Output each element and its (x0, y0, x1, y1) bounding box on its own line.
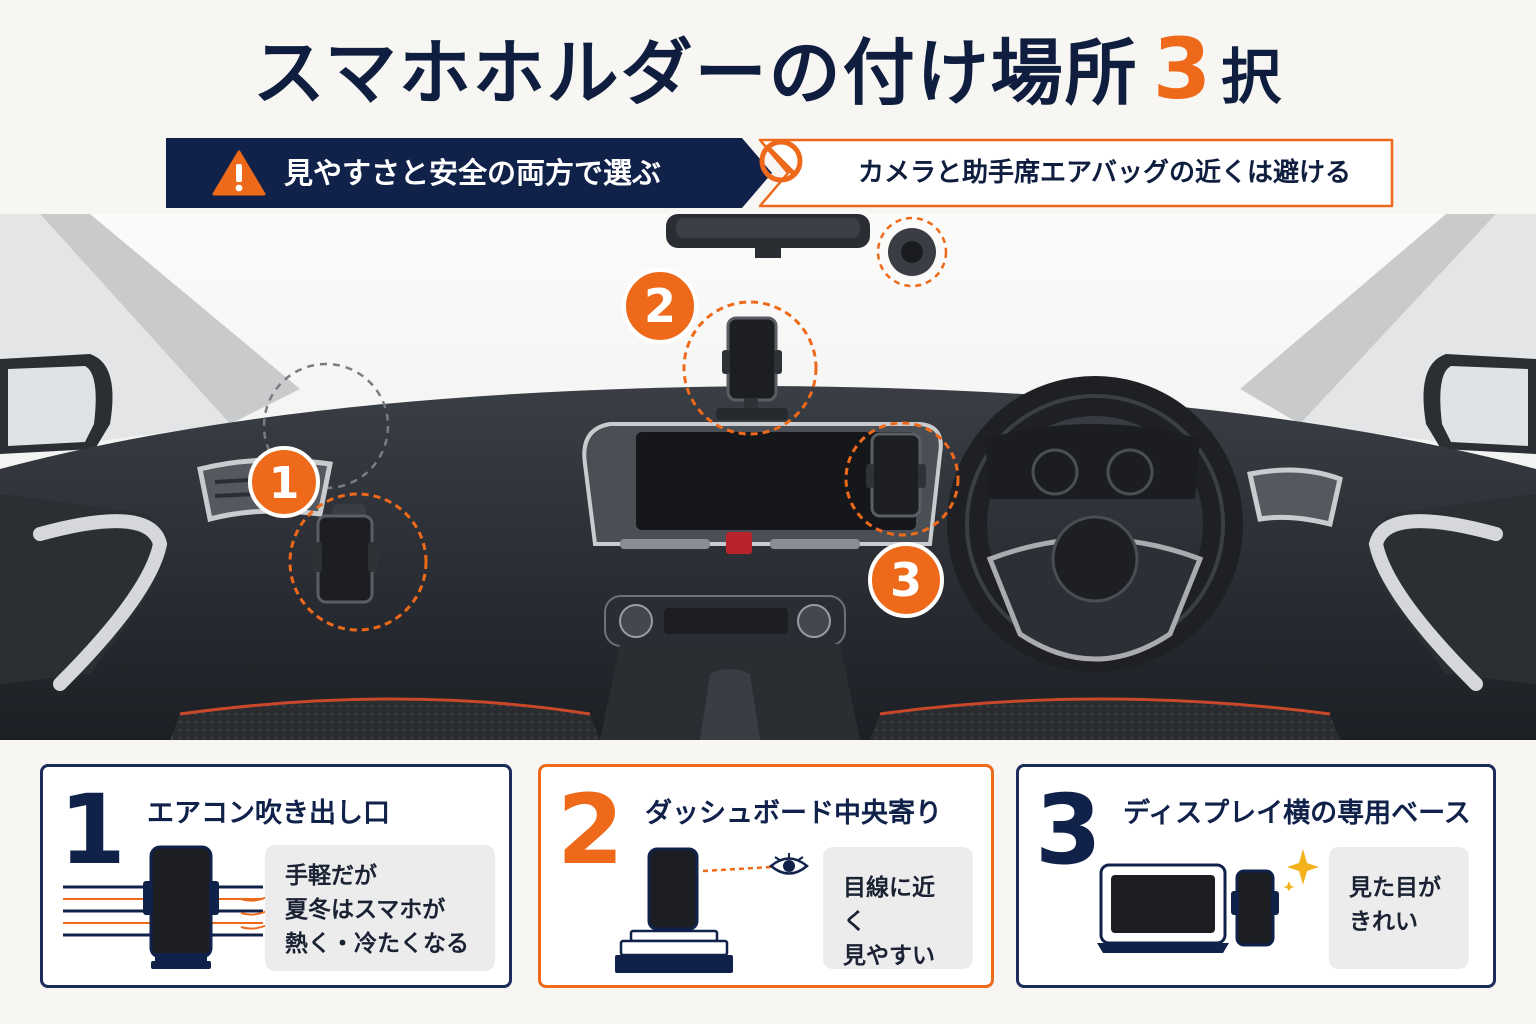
gear-shifter (700, 669, 760, 740)
driver-seat (870, 699, 1340, 740)
card-note: 手軽だが 夏冬はスマホが 熱く・冷たくなる (265, 845, 495, 971)
card-air-vent: 1 エアコン吹き出し口 手軽だが 夏冬はスマホが 熱く・冷たくなる (40, 764, 512, 988)
card-number: 2 (557, 774, 624, 886)
holder-dashboard-mount (682, 300, 818, 436)
holder-display-side-mount (844, 421, 960, 537)
eye-icon (769, 853, 809, 875)
marker-1-label: 1 (269, 458, 300, 509)
banner-right-text: カメラと助手席エアバッグの近くは避ける (858, 158, 1351, 188)
note-line: 見やすい (843, 943, 935, 969)
card-number: 1 (59, 774, 126, 886)
warning-icon (212, 150, 266, 196)
title-number: 3 (1152, 20, 1214, 118)
note-line: 見た目が (1349, 875, 1441, 901)
dashboard-holder-illustration (615, 847, 772, 973)
vent-holder-illustration (63, 845, 268, 969)
temp-dial-left[interactable] (619, 604, 653, 638)
card-dashboard-center: 2 ダッシュボード中央寄り 目線に近く 見やすい (538, 764, 994, 988)
banner-left-text: 見やすさと安全の両方で選ぶ (284, 156, 662, 190)
title-suffix: 択 (1221, 43, 1284, 113)
center-display (636, 432, 916, 530)
hazard-button[interactable] (726, 532, 752, 554)
card-title: ダッシュボード中央寄り (645, 798, 942, 829)
temp-dial-right[interactable] (797, 604, 831, 638)
note-line: 熱く・冷たくなる (285, 931, 469, 957)
tips-banner: 見やすさと安全の両方で選ぶ カメラと助手席エアバッグの近くは避ける (166, 138, 1394, 208)
left-a-pillar (40, 214, 300, 424)
right-a-pillar (1240, 214, 1496, 424)
card-title: エアコン吹き出し口 (147, 798, 390, 829)
car-interior-scene: 1 2 3 (0, 214, 1536, 740)
passenger-seat (170, 699, 600, 740)
note-line: 目線に近く (843, 875, 935, 935)
card-note: 目線に近く 見やすい (823, 847, 973, 969)
right-door-panel (1376, 494, 1536, 684)
prohibited-icon (759, 139, 803, 183)
card-title: ディスプレイ横の専用ベース (1123, 798, 1471, 829)
card-number: 3 (1035, 774, 1102, 886)
sparkle-icon (1283, 849, 1319, 891)
marker-3: 3 (868, 542, 944, 618)
marker-2: 2 (622, 268, 698, 344)
note-line: 手軽だが (285, 863, 377, 889)
note-line: 夏冬はスマホが (285, 897, 446, 923)
card-note: 見た目が きれい (1329, 847, 1469, 969)
title-main: スマホホルダーの付け場所 (252, 31, 1139, 115)
steering-hub (1051, 515, 1139, 603)
card-display-side-base: 3 ディスプレイ横の専用ベース 見た目が きれい (1016, 764, 1496, 988)
banner-safety-tip: 見やすさと安全の両方で選ぶ (166, 138, 772, 208)
marker-1: 1 (248, 446, 320, 518)
banner-avoid-tip: カメラと助手席エアバッグの近くは避ける (758, 138, 1394, 208)
note-line: きれい (1349, 909, 1418, 935)
marker-3-label: 3 (890, 553, 922, 607)
holder-vent-mount (288, 492, 428, 632)
right-vent (1247, 467, 1343, 528)
left-door-panel (0, 494, 160, 684)
display-holder-illustration (1097, 863, 1279, 953)
marker-2-label: 2 (644, 279, 676, 333)
